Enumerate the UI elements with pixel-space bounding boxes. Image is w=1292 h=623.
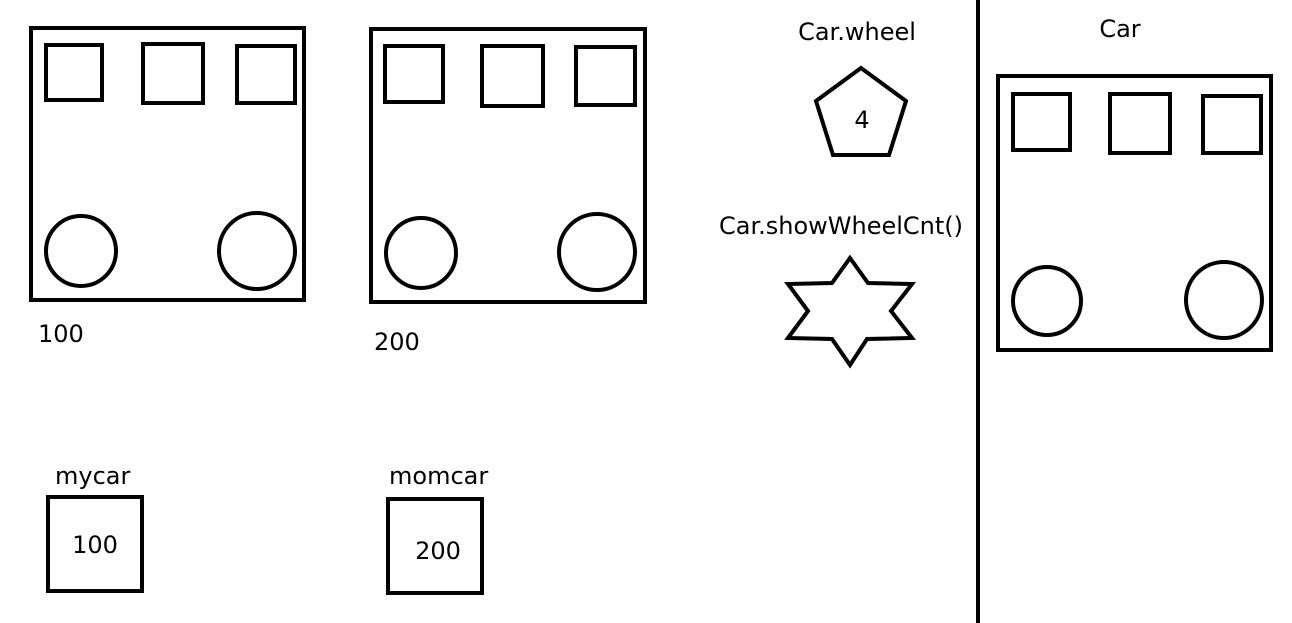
car-window [480,44,545,108]
car-instance-mycar: 100 [29,26,306,348]
static-method-showwheelcnt: Car.showWheelCnt() [719,212,963,369]
car-window [1011,92,1072,152]
static-method-label: Car.showWheelCnt() [719,212,963,240]
car-window [235,44,297,105]
reference-box [386,497,484,595]
class-title: Car [1099,15,1140,43]
pentagon-icon [813,65,909,157]
car-window [574,45,637,107]
static-field-label: Car.wheel [798,18,916,46]
car-body-outline [369,27,647,304]
car-window [44,43,104,102]
reference-momcar: momcar 200 [386,462,488,595]
car-wheel [217,211,297,291]
instance-address-label: 100 [38,320,84,348]
reference-mycar: mycar 100 [46,462,144,593]
reference-name: mycar [55,462,130,490]
class-area-car: Car [996,15,1273,352]
reference-box [46,495,144,593]
car-wheel [384,216,458,290]
car-wheel [44,214,118,288]
car-wheel [1184,260,1264,340]
car-body-outline [996,74,1273,352]
car-instance-momcar: 200 [369,27,647,356]
car-window [383,44,445,104]
car-body-outline [29,26,306,302]
car-wheel [557,212,637,292]
instance-address-label: 200 [374,328,420,356]
star-icon [784,254,917,369]
reference-value: 100 [72,531,118,559]
car-window [1108,92,1172,155]
static-field-value: 4 [854,106,869,134]
static-field-wheel: Car.wheel 4 [798,18,916,157]
reference-value: 200 [415,537,461,565]
car-wheel [1011,265,1083,337]
reference-name: momcar [389,462,488,490]
car-window [1201,94,1263,155]
car-window [141,42,205,105]
